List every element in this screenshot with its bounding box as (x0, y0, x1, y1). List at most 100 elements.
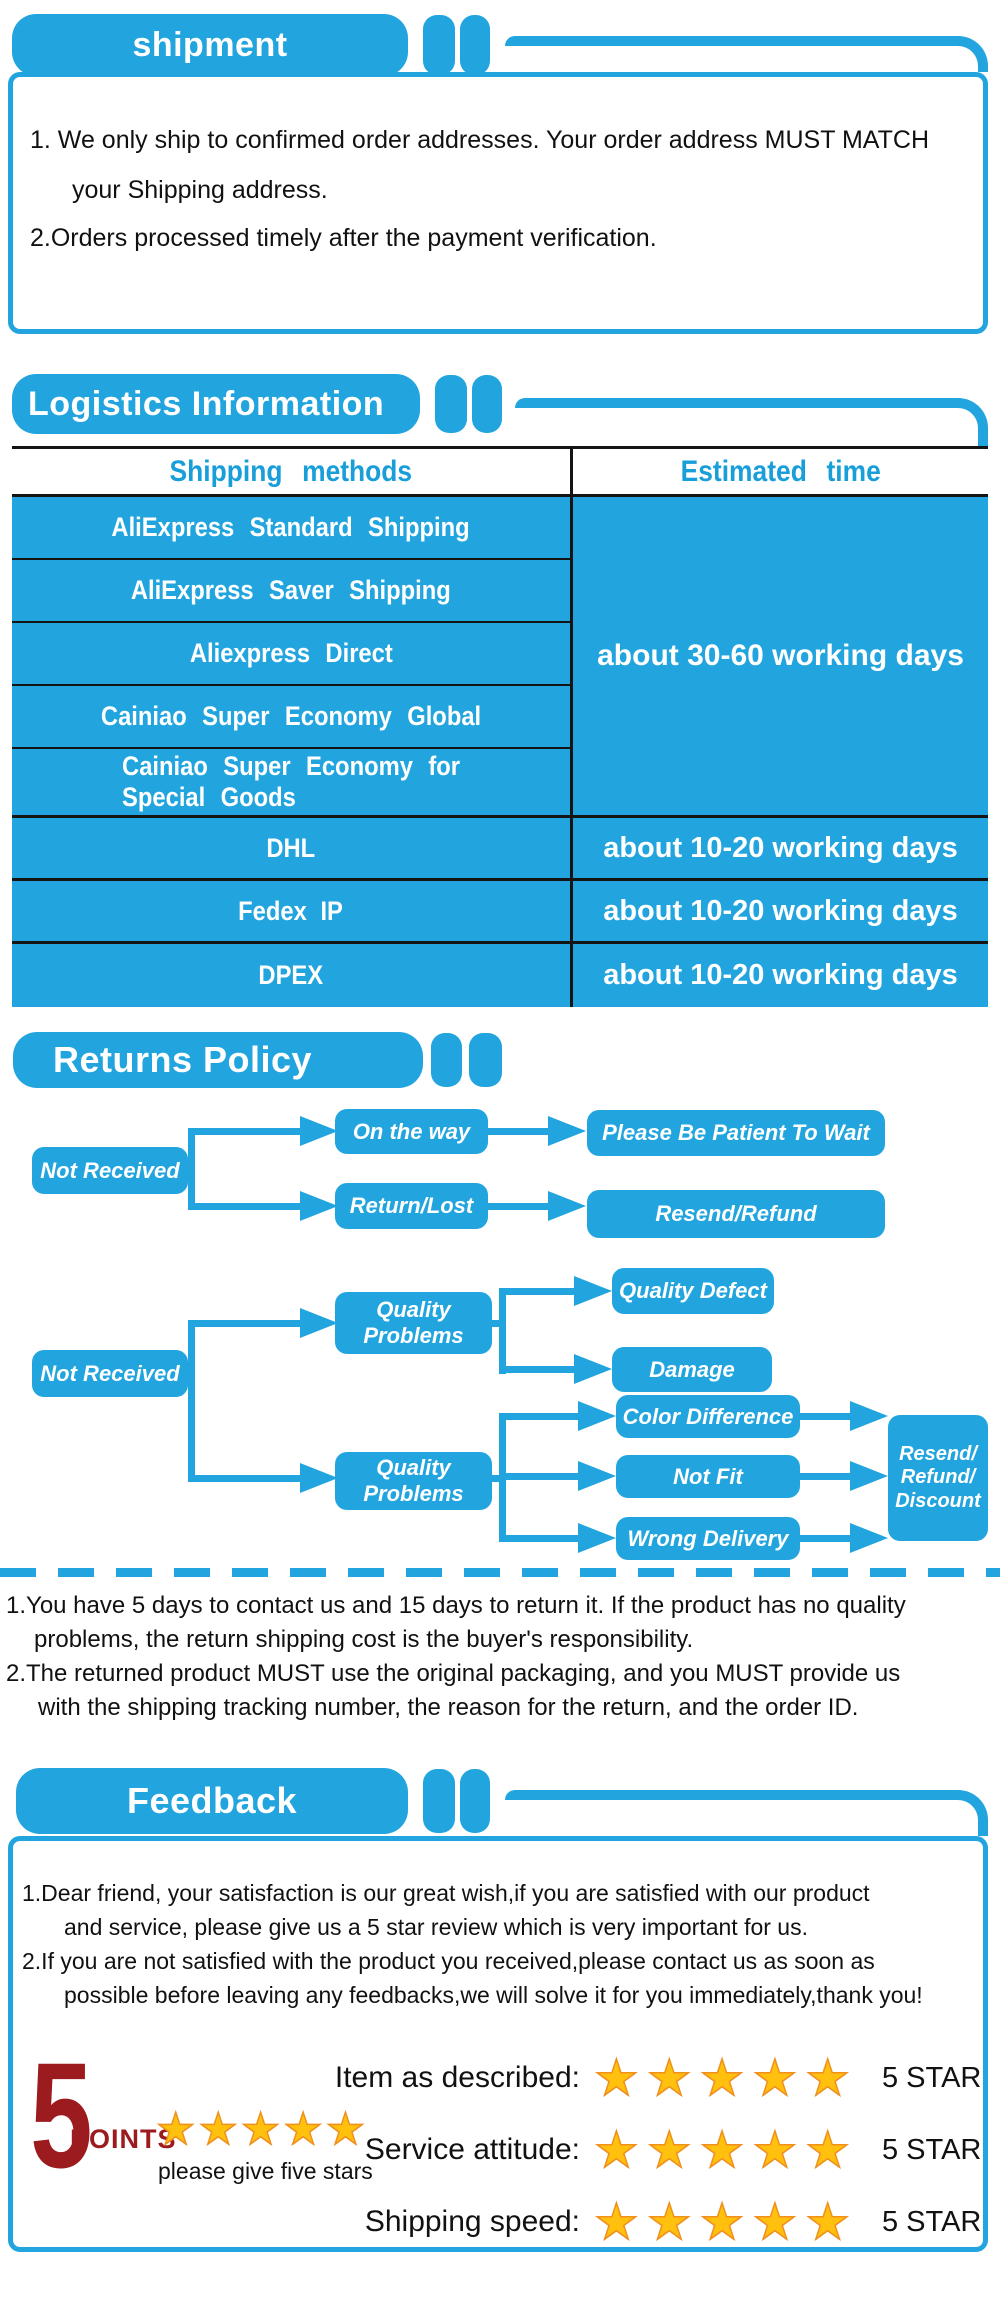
flow-arrow-icon (548, 1116, 586, 1146)
decor-shape-icon (423, 1769, 455, 1833)
table-merged-time-cell: about 30-60 working days (573, 497, 988, 815)
flow-arrow-icon (578, 1523, 616, 1553)
table-row-method: AliExpress Standard Shipping (12, 497, 570, 560)
feedback-title: Feedback (126, 1780, 298, 1821)
flow-connector (488, 1203, 548, 1210)
feedback-note-line: 1.Dear friend, your satisfaction is our … (22, 1880, 870, 1906)
returns-note-line: 1.You have 5 days to contact us and 15 d… (6, 1592, 906, 1619)
rating-value: 5 STAR (882, 2061, 982, 2094)
shipment-box (8, 72, 988, 334)
table-header-methods: Shipping methods (12, 449, 573, 494)
flow-connector (188, 1475, 300, 1482)
logistics-title: Logistics Information (28, 384, 385, 423)
table-row: Fedex IP about 10-20 working days (12, 881, 988, 944)
flow-connector (499, 1473, 578, 1480)
flow-arrow-icon (850, 1461, 888, 1491)
returns-note-line: problems, the return shipping cost is th… (34, 1626, 694, 1653)
flow-box-return-lost: Return/Lost (335, 1183, 488, 1229)
shipment-note-line: 2.Orders processed timely after the paym… (30, 224, 657, 252)
decor-shape-icon (472, 375, 502, 433)
rating-value: 5 STAR (882, 2205, 982, 2238)
table-row-method: DPEX (12, 944, 573, 1007)
points-number: 5 (30, 2031, 93, 2199)
feedback-decor-line (505, 1790, 988, 1836)
flow-arrow-icon (300, 1191, 338, 1221)
flow-box-wrong-delivery: Wrong Delivery (616, 1517, 800, 1560)
feedback-note-line: 2.If you are not satisfied with the prod… (22, 1948, 875, 1974)
flow-connector (499, 1413, 578, 1420)
returns-note-line: with the shipping tracking number, the r… (38, 1694, 859, 1721)
shipment-decor-line (505, 36, 988, 72)
shipment-title-pill: shipment (12, 14, 408, 76)
returns-title-pill: Returns Policy (13, 1032, 423, 1088)
flow-arrow-icon (578, 1461, 616, 1491)
rating-row: Shipping speed: ★★★★★ 5 STAR (280, 2192, 990, 2252)
flow-box-quality-problems: Quality Problems (335, 1452, 492, 1510)
table-row-method: Cainiao Super Economy for Special Goods (12, 749, 570, 815)
decor-shape-icon (435, 375, 467, 433)
flow-box-damage: Damage (612, 1347, 772, 1392)
rating-label: Item as described: (334, 2061, 580, 2094)
rating-label: Service attitude: (364, 2133, 580, 2166)
feedback-note-line: possible before leaving any feedbacks,we… (64, 1982, 923, 2008)
flow-box-not-received: Not Received (32, 1350, 188, 1397)
flow-connector (188, 1320, 195, 1481)
flow-box-not-received: Not Received (32, 1147, 188, 1194)
flow-box-be-patient: Please Be Patient To Wait (587, 1110, 885, 1156)
flow-box-quality-defect: Quality Defect (612, 1268, 774, 1314)
table-row: DHL about 10-20 working days (12, 818, 988, 881)
rating-row: Service attitude: ★★★★★ 5 STAR (280, 2120, 990, 2180)
decor-shape-icon (469, 1033, 502, 1087)
logistics-title-pill: Logistics Information (12, 374, 420, 434)
table-header-row: Shipping methods Estimated time (12, 449, 988, 497)
shipment-note-line: your Shipping address. (72, 176, 328, 204)
flow-box-not-fit: Not Fit (616, 1455, 800, 1498)
table-group-30-60: AliExpress Standard Shipping AliExpress … (12, 497, 988, 818)
flow-connector (499, 1288, 574, 1295)
flow-arrow-icon (300, 1116, 338, 1146)
flow-arrow-icon (574, 1354, 612, 1384)
flow-connector (499, 1535, 578, 1542)
flow-box-quality-problems: Quality Problems (335, 1292, 492, 1354)
table-row-method: Aliexpress Direct (12, 623, 570, 686)
rating-label: Shipping speed: (364, 2205, 580, 2238)
feedback-note-line: and service, please give us a 5 star rev… (64, 1914, 808, 1940)
table-row-time: about 10-20 working days (573, 818, 988, 878)
points-hint: please give five stars (158, 2158, 373, 2184)
rating-stars-icon: ★★★★★ (593, 2121, 859, 2179)
flow-connector (499, 1366, 574, 1373)
table-row-time: about 10-20 working days (573, 881, 988, 941)
table-header-time: Estimated time (680, 454, 881, 488)
rating-stars-icon: ★★★★★ (593, 2193, 859, 2251)
flow-connector (188, 1203, 300, 1210)
flow-arrow-icon (578, 1401, 616, 1431)
decor-shape-icon (423, 15, 455, 75)
feedback-box (8, 1836, 988, 2252)
flow-box-resend-refund-discount: Resend/ Refund/ Discount (888, 1415, 988, 1541)
flow-box-on-the-way: On the way (335, 1109, 488, 1154)
rating-row: Item as described: ★★★★★ 5 STAR (280, 2048, 990, 2108)
flow-connector (488, 1128, 548, 1135)
decor-shape-icon (431, 1033, 462, 1087)
points-label: POINTS (70, 2124, 177, 2154)
flow-connector (800, 1413, 850, 1420)
decor-shape-icon (460, 1769, 490, 1833)
flow-connector (188, 1128, 195, 1210)
table-row-method: DHL (12, 818, 573, 878)
table-row-method: Fedex IP (12, 881, 573, 941)
flow-arrow-icon (300, 1308, 338, 1338)
table-row: DPEX about 10-20 working days (12, 944, 988, 1007)
flow-arrow-icon (300, 1463, 338, 1493)
table-row-method: Cainiao Super Economy Global (12, 686, 570, 749)
flow-connector (188, 1128, 300, 1135)
shipment-title: shipment (132, 25, 288, 64)
flow-arrow-icon (574, 1276, 612, 1306)
feedback-title-pill: Feedback (16, 1768, 408, 1834)
table-row-time: about 10-20 working days (573, 944, 988, 1007)
dashed-separator (0, 1568, 1000, 1577)
returns-title: Returns Policy (53, 1039, 313, 1080)
shipment-note-line: 1. We only ship to confirmed order addre… (30, 126, 929, 154)
logistics-table: Shipping methods Estimated time AliExpre… (12, 446, 988, 1007)
table-row-method: AliExpress Saver Shipping (12, 560, 570, 623)
